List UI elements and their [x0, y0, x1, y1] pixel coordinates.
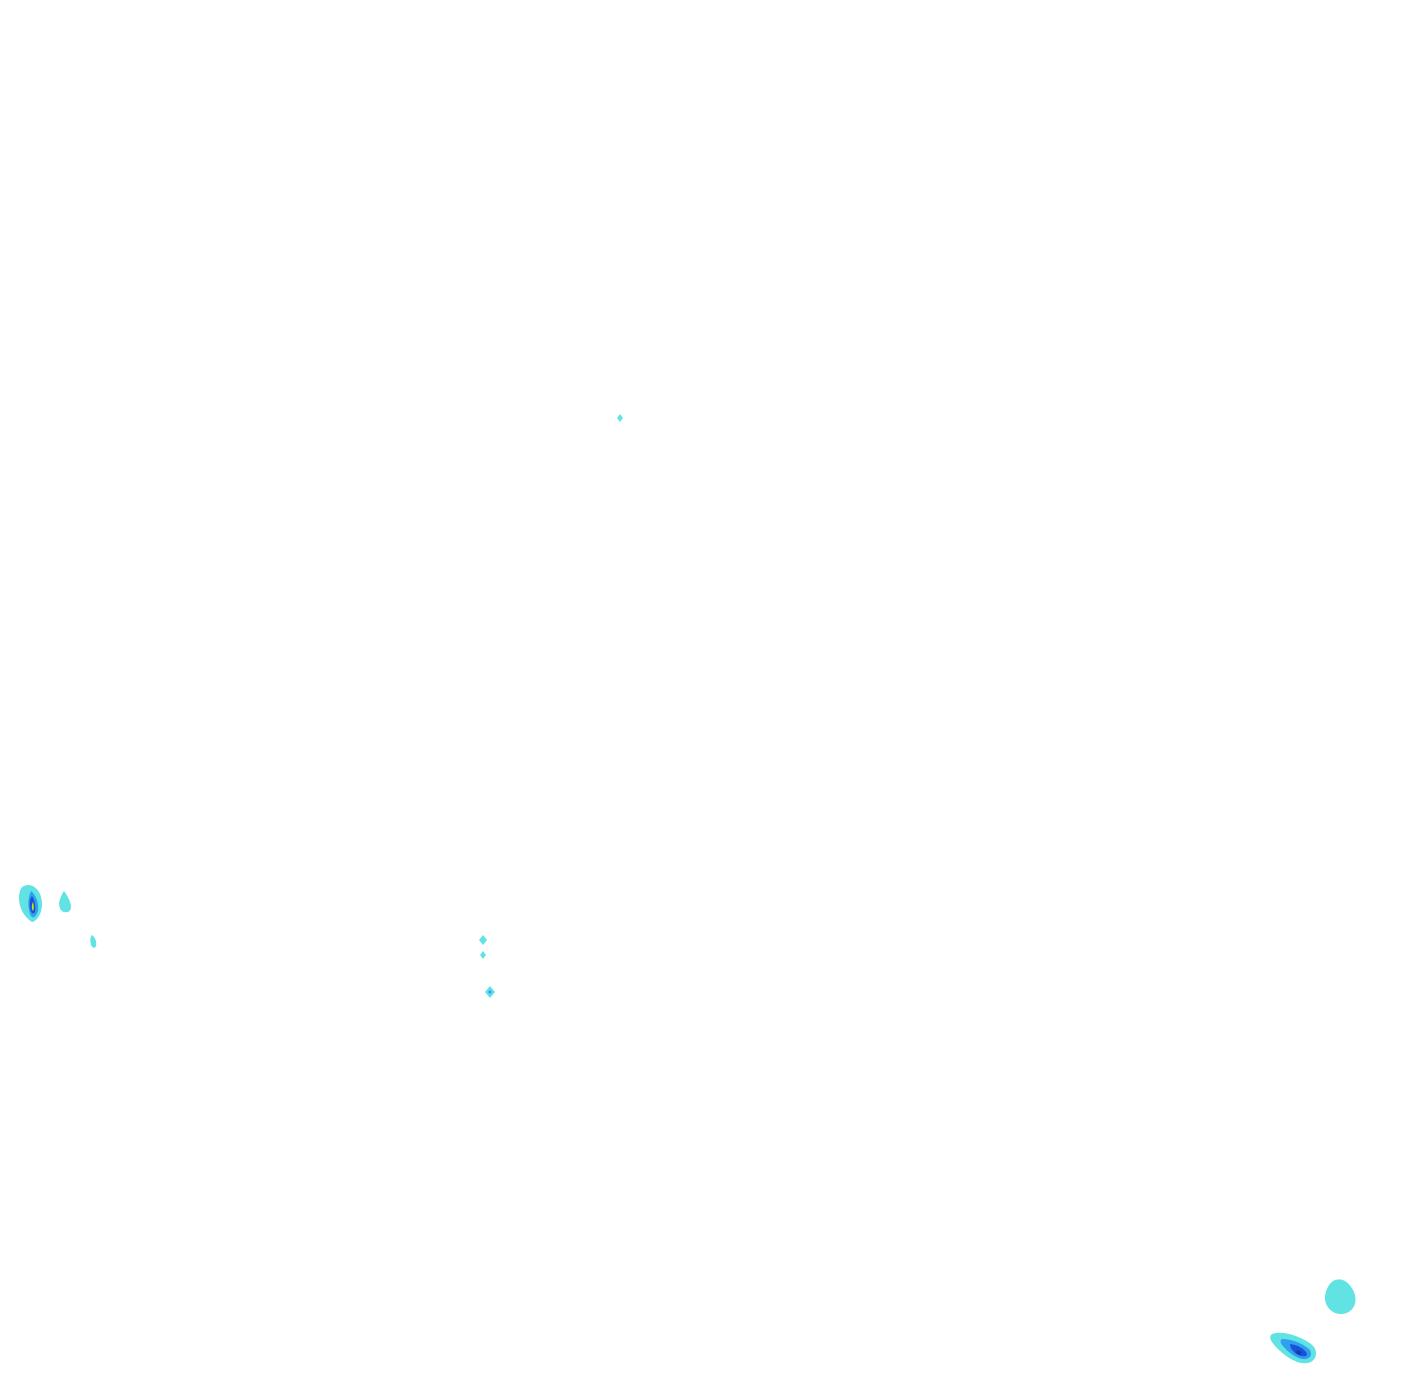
blob-center-speck-3	[485, 986, 495, 998]
blob-upper-speck	[617, 414, 623, 422]
blob-right-round	[1324, 1279, 1356, 1315]
blob-left-teardrop	[59, 891, 71, 913]
blob-right-elongated	[1270, 1332, 1317, 1364]
blob-center-speck-2	[480, 951, 486, 959]
blob-left-small	[90, 935, 97, 948]
blob-left-main	[19, 884, 42, 922]
blob-center-speck-1	[479, 935, 487, 945]
